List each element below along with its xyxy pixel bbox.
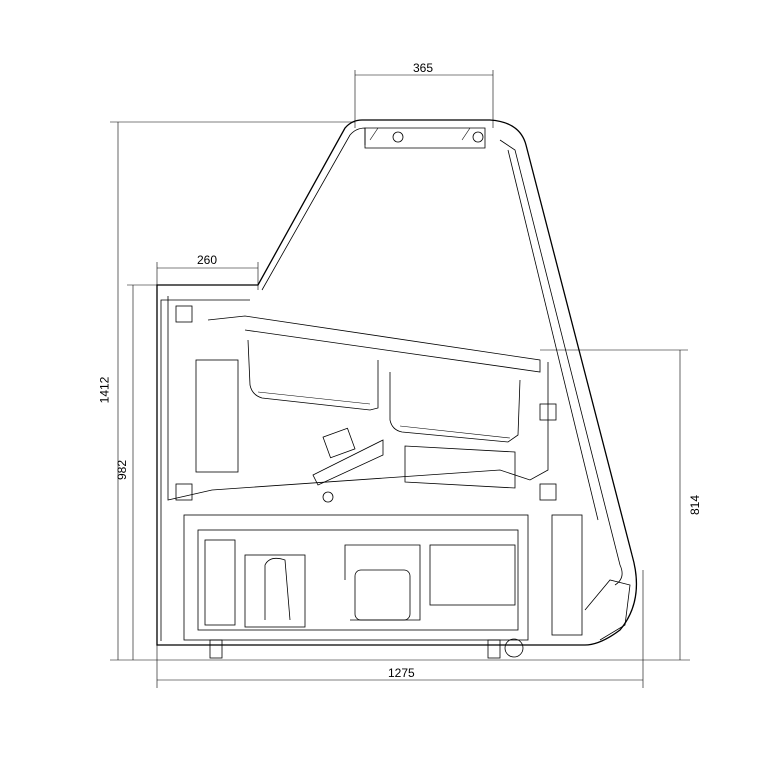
dimension-lines [110,70,690,688]
dimension-rear-top-depth: 260 [197,253,218,267]
display-well [167,296,557,503]
refrigeration-unit [183,514,631,659]
cabinet-outline [156,119,638,646]
dimension-total-depth: 1275 [388,666,415,680]
dimension-rear-height: 982 [115,459,130,481]
dimension-top-width: 365 [413,61,434,75]
dimension-front-height: 814 [688,494,703,516]
dimension-total-height: 1412 [97,376,112,404]
